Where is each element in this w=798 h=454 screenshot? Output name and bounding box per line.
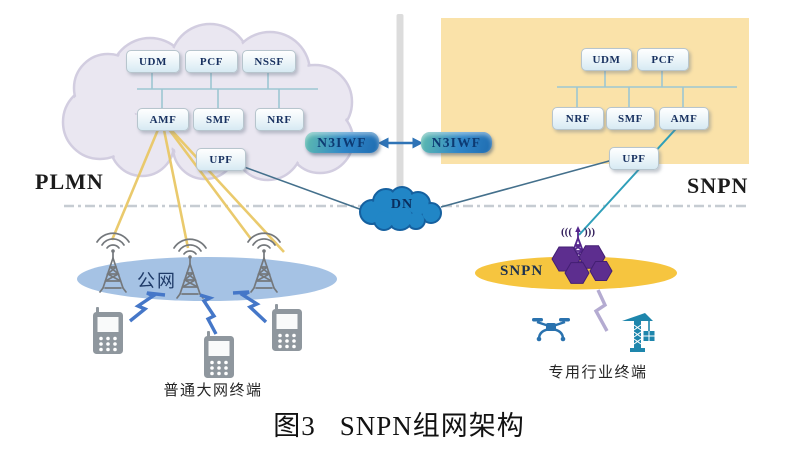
divider-bar [396,14,404,196]
phone-icon [272,304,302,351]
industry-terminals-label: 专用行业终端 [548,365,648,381]
crane-icon [622,313,655,352]
snpn-n3iwf-box: N3IWF [421,132,492,153]
snpn-panel [441,18,749,164]
snpn-zone-label: SNPN [687,173,749,198]
figure-caption: 图3 SNPN组网架构 [0,404,798,443]
radio-waves-left: ((( [561,226,572,238]
public-network-ellipse [77,257,337,301]
snpn-nrf-box: NRF [552,107,604,130]
snpn-access-link [578,119,685,236]
plmn-access-links [110,119,285,253]
dn-cloud [359,186,442,231]
upf-dn-links [224,157,621,212]
plmn-udm-box: UDM [126,50,180,73]
figure-caption-title: SNPN组网架构 [339,411,525,441]
plmn-bus-lines [137,60,318,118]
snpn-pcf-box: PCF [637,48,689,71]
n3iwf-double-arrow [377,137,424,149]
snpn-smf-box: SMF [606,107,655,130]
hexagon-cluster-icon [551,245,613,284]
plmn-zone-label: PLMN [35,169,104,194]
snpn-upf-box: UPF [609,147,659,170]
radio-waves-right: ))) [584,226,595,238]
lightning-bolt-icon [128,290,268,335]
phone-icon [204,331,234,378]
snpn-udm-box: UDM [581,48,632,71]
dn-cloud-label: DN [390,197,414,212]
drone-icon [532,318,570,342]
phone-icon [93,307,123,354]
plmn-smf-box: SMF [193,108,244,131]
public-network-label: 公网 [137,271,177,291]
snpn-radio-network-label: SNPN [500,263,544,279]
plmn-amf-box: AMF [137,108,189,131]
plmn-upf-box: UPF [196,148,246,171]
plmn-n3iwf-box: N3IWF [305,132,379,153]
plmn-nrf-box: NRF [255,108,304,131]
plmn-pcf-box: PCF [185,50,238,73]
public-terminals-label: 普通大网终端 [163,383,263,399]
plmn-nssf-box: NSSF [242,50,296,73]
figure-caption-number: 图3 [273,411,316,441]
snpn-amf-box: AMF [659,107,709,130]
lightning-bolt-icon [593,289,609,332]
